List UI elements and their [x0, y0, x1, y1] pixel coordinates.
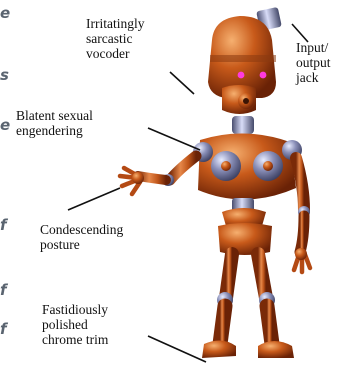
leader-sexual — [148, 128, 200, 150]
label-posture: Condescending posture — [40, 222, 123, 252]
leader-chrome — [148, 336, 206, 362]
torso — [193, 133, 302, 199]
left-arm — [120, 156, 196, 194]
label-vocoder: Irritatingly sarcastic vocoder — [86, 16, 144, 61]
left-leg — [202, 254, 236, 358]
leader-vocoder — [170, 72, 194, 94]
neck — [232, 116, 254, 134]
right-arm — [294, 158, 310, 272]
head — [208, 16, 276, 114]
right-leg — [258, 254, 294, 358]
label-jack: Input/ output jack — [296, 40, 331, 85]
hips — [218, 223, 272, 255]
leader-posture — [68, 188, 120, 210]
label-chrome: Fastidiously polished chrome trim — [42, 302, 108, 347]
label-sexual: Blatent sexual engendering — [16, 108, 93, 138]
